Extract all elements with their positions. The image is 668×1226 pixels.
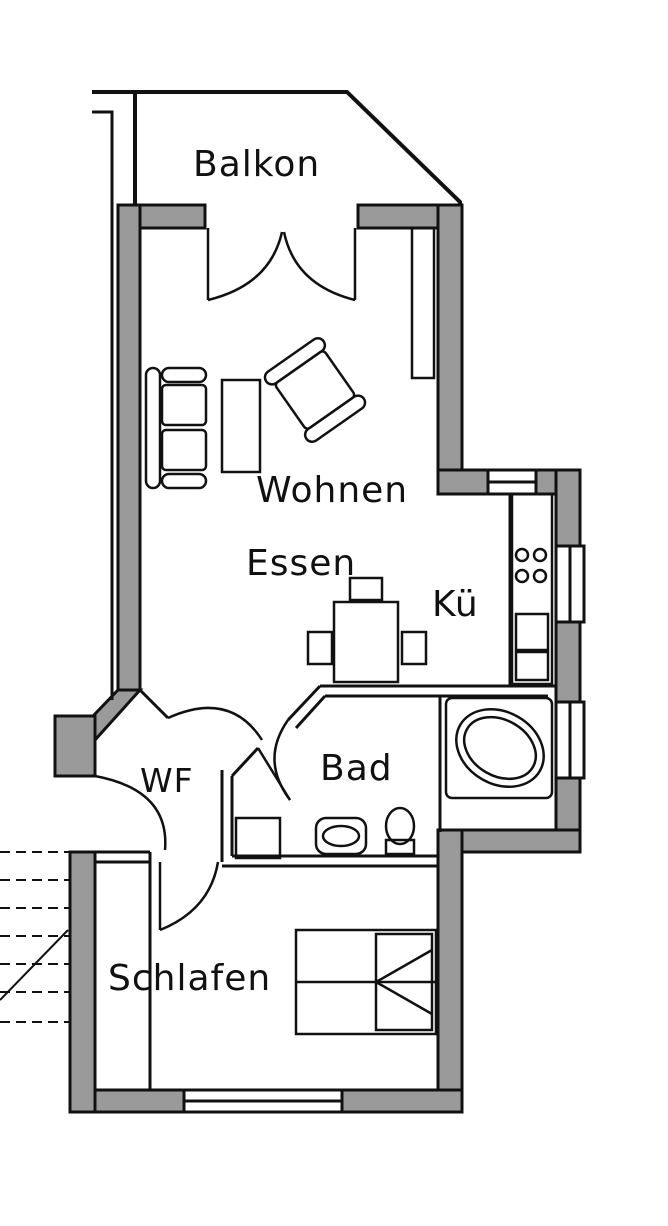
bed	[294, 928, 438, 1036]
room-label-schlafen: Schlafen	[108, 958, 271, 999]
interior-walls	[95, 494, 556, 1090]
shelf	[410, 226, 436, 380]
sofa	[144, 366, 208, 490]
washing-machine	[234, 816, 282, 860]
stairs	[0, 851, 70, 1023]
armchair	[263, 337, 367, 443]
room-label-wf: WF	[140, 761, 194, 800]
stair-arrow	[0, 929, 69, 1001]
dining-table	[306, 576, 428, 684]
room-label-bad: Bad	[320, 748, 393, 789]
outer-thin-lines	[92, 110, 114, 700]
doors	[94, 228, 357, 932]
room-label-balkon: Balkon	[193, 144, 320, 185]
room-label-essen: Essen	[246, 543, 356, 584]
kitchen-counter	[510, 492, 554, 686]
washbasin	[314, 816, 368, 856]
room-label-wohnen: Wohnen	[256, 470, 408, 511]
bathtub	[444, 696, 554, 800]
toilet	[384, 806, 416, 856]
windows	[182, 468, 586, 1114]
coffee-table	[220, 378, 262, 474]
room-label-kueche: Kü	[432, 584, 479, 625]
